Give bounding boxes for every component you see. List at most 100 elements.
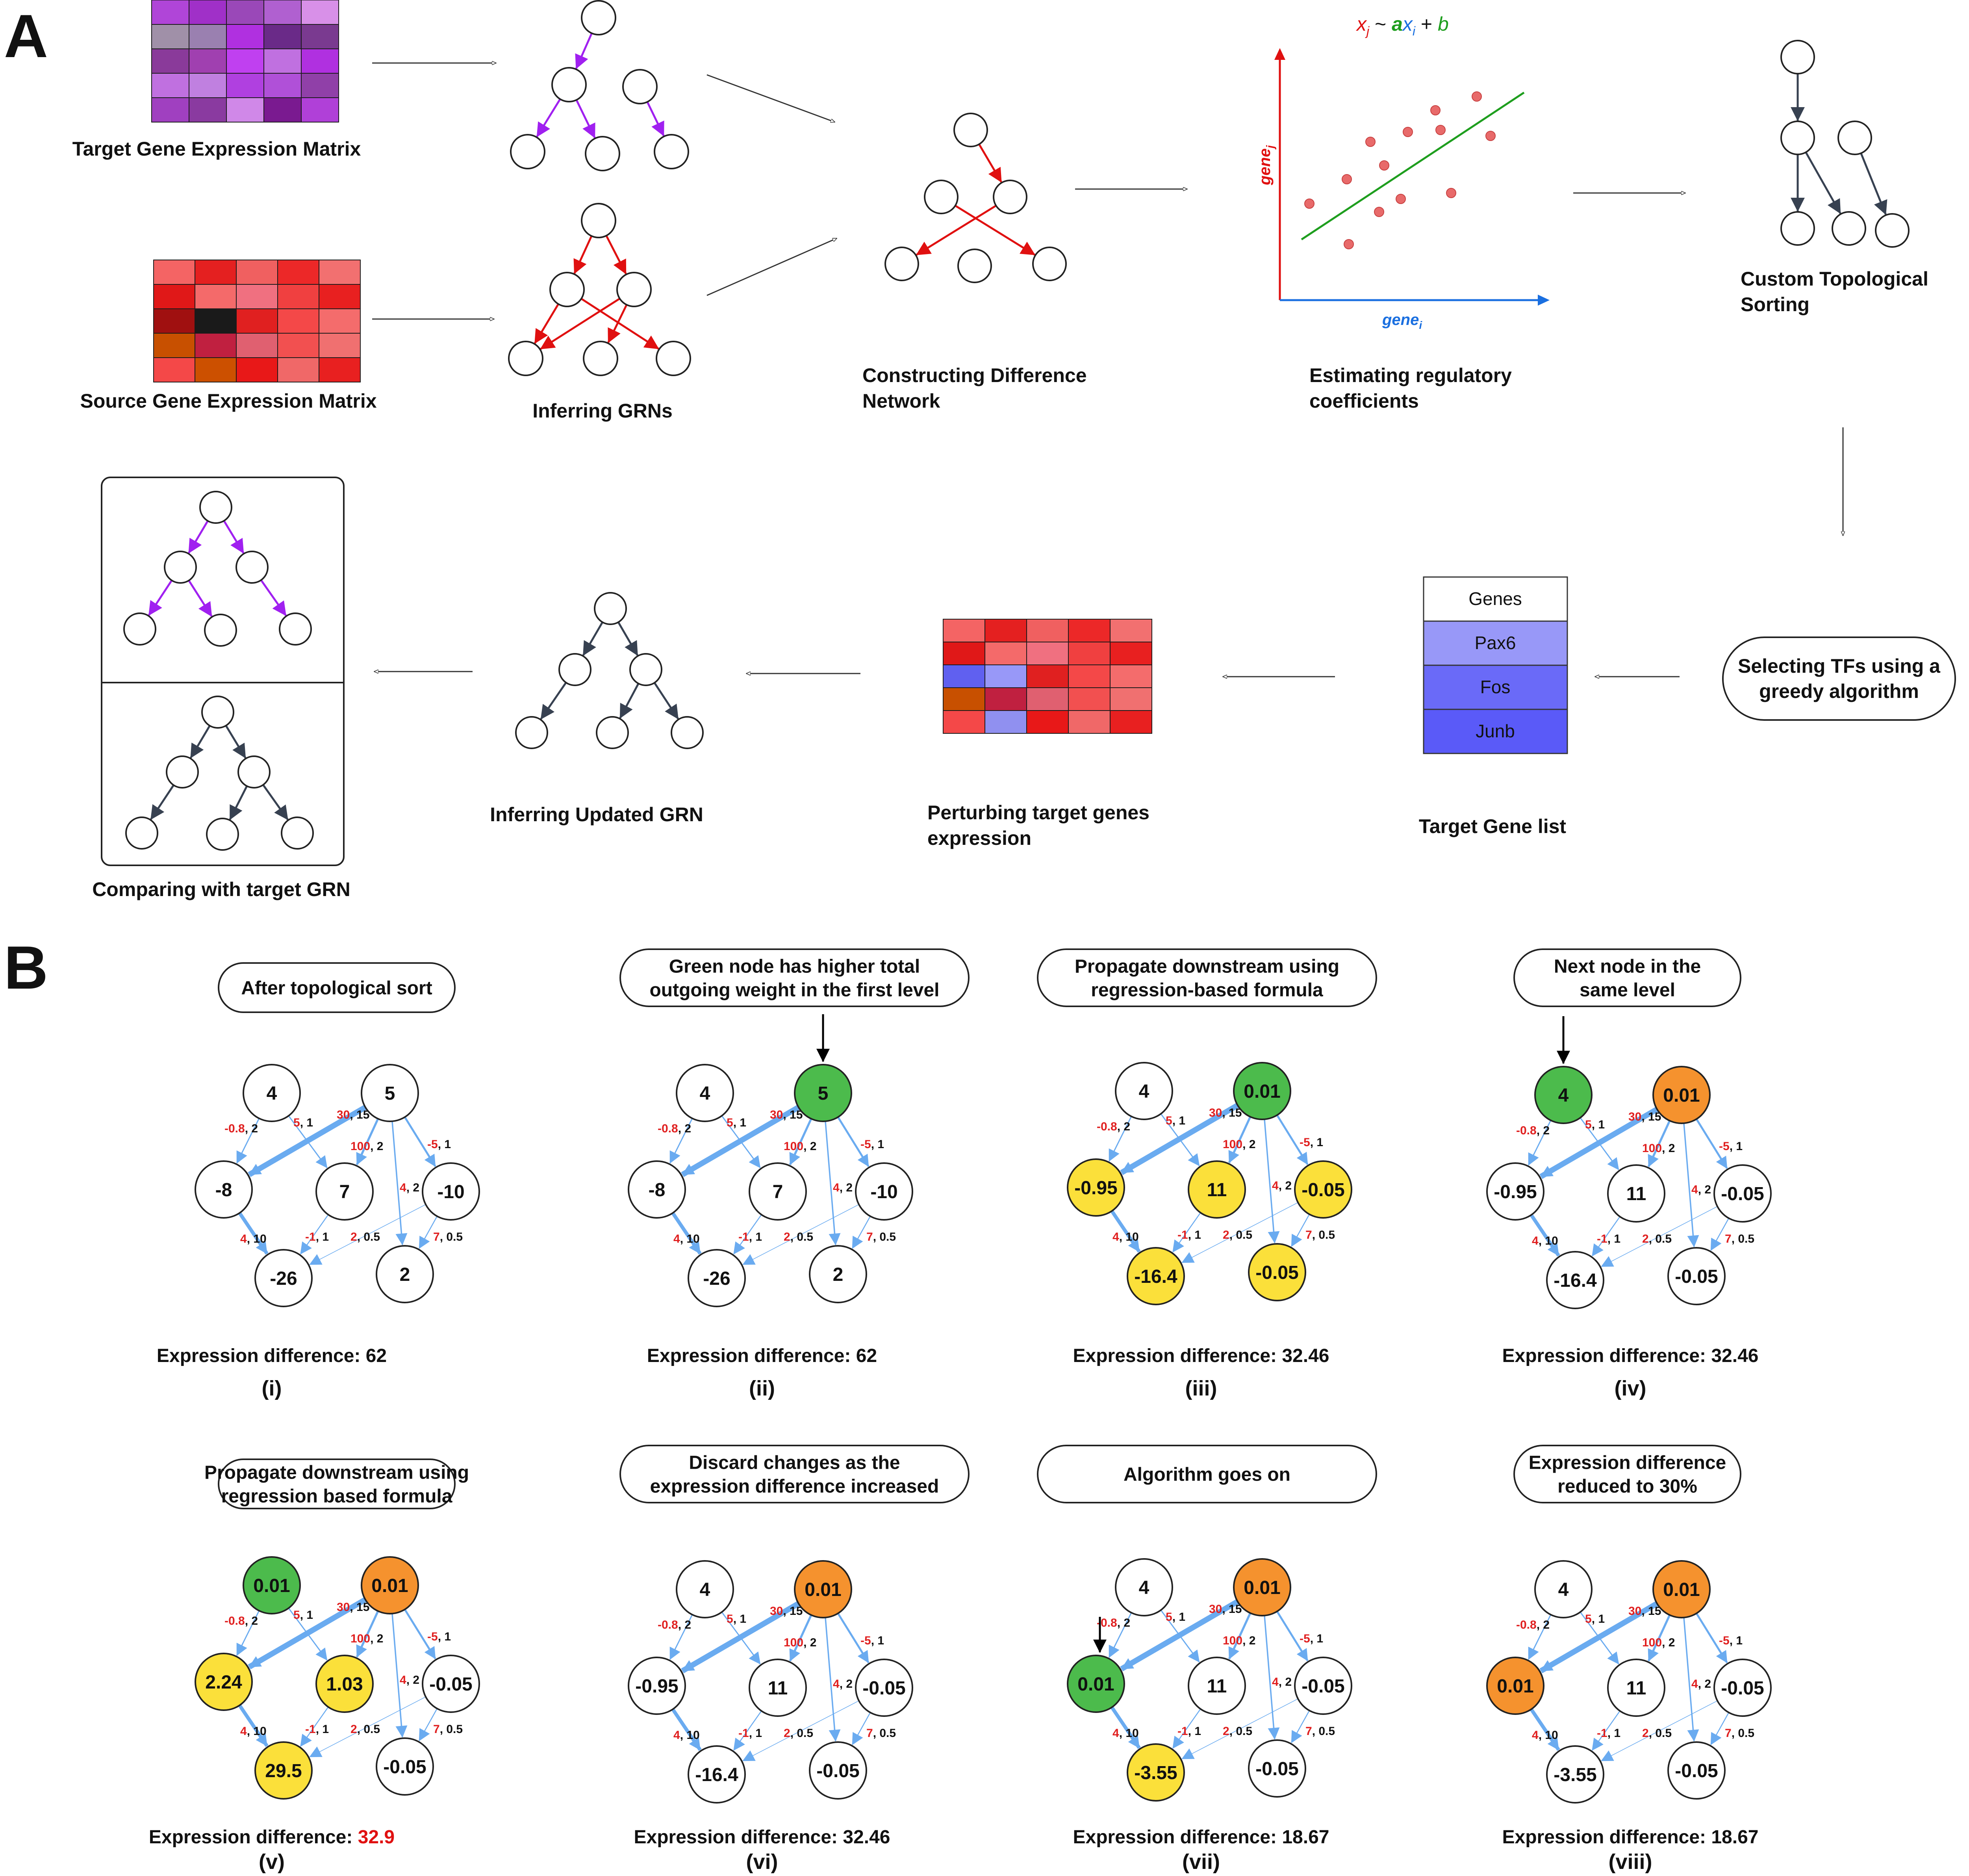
- regulatory-edge: [671, 1708, 702, 1751]
- gene-node: [1486, 1657, 1544, 1715]
- selecting-label-line1: Selecting TFs using a: [1738, 655, 1941, 677]
- matrix-cell: [226, 24, 264, 49]
- regulatory-edge: [789, 1614, 812, 1662]
- matrix-cell: [984, 710, 1027, 734]
- scatter-point: [1304, 199, 1315, 209]
- regulatory-edge: [1264, 1119, 1280, 1243]
- gene-node-value: -10: [870, 1182, 897, 1202]
- step-callout-box: [218, 1458, 456, 1509]
- grn-node: [199, 491, 232, 524]
- edge-weight-label: 4, 10: [240, 1232, 267, 1245]
- step-roman-numeral: (v): [259, 1850, 285, 1874]
- grn-edge: [223, 520, 245, 554]
- matrix-cell: [1026, 664, 1069, 688]
- regulatory-edge: [1539, 1107, 1659, 1179]
- expression-difference: Expression difference: 62: [647, 1345, 877, 1366]
- gene-node: [422, 1655, 480, 1713]
- gene-node: [1127, 1247, 1185, 1305]
- grn-node: [671, 716, 704, 749]
- edge-weight-label: -1, 1: [738, 1727, 762, 1740]
- edge-weight-label: 4, 2: [1272, 1179, 1292, 1192]
- step-callout-text: reduced to 30%: [1557, 1476, 1697, 1497]
- grn-node: [583, 341, 618, 376]
- matrix-cell: [226, 0, 264, 25]
- regulatory-edge: [1109, 1612, 1132, 1658]
- gene-node: [1294, 1657, 1352, 1715]
- step-callout-text: expression difference increased: [650, 1476, 939, 1497]
- gene-node: [361, 1556, 419, 1614]
- regulatory-edge: [1601, 1206, 1718, 1267]
- edge-weight-label: -0.8, 2: [1516, 1618, 1550, 1631]
- matrix-cell: [189, 97, 227, 122]
- panel-label-b: B: [4, 933, 48, 1002]
- regulatory-edge: [681, 1601, 800, 1674]
- grn-node: [125, 816, 158, 850]
- grn-edge: [605, 235, 627, 275]
- regulatory-edge: [238, 1212, 269, 1255]
- scatter-point: [1379, 160, 1389, 171]
- edge-weight-label: -5, 1: [1719, 1140, 1743, 1153]
- gene-node: [1188, 1160, 1246, 1219]
- expression-difference: Expression difference: 62: [157, 1345, 387, 1366]
- step-roman-numeral: (i): [262, 1377, 282, 1400]
- regulatory-edge: [742, 1700, 859, 1761]
- edge-weight-label: 4, 2: [400, 1181, 419, 1194]
- grn-edge: [573, 236, 593, 274]
- regulatory-edge: [404, 1609, 436, 1659]
- gene-node-value: 11: [1207, 1676, 1227, 1697]
- gene-node-value: -8: [649, 1180, 666, 1201]
- step-callout-box: [1037, 1445, 1377, 1503]
- gene-node-value: 4: [1558, 1085, 1569, 1106]
- gene-node-value: 4: [267, 1083, 277, 1104]
- grn-edge: [148, 580, 173, 616]
- regulatory-edge: [1120, 1103, 1239, 1175]
- matrix-cell: [943, 687, 985, 711]
- grn-edge: [580, 298, 659, 350]
- matrix-cell: [236, 308, 278, 334]
- matrix-cell: [153, 333, 195, 358]
- regulatory-edge: [1695, 1613, 1728, 1663]
- matrix-cell: [277, 357, 319, 382]
- grn-node: [515, 716, 548, 749]
- gene-node-value: 29.5: [265, 1761, 302, 1781]
- topological-sort-diagram: [1780, 40, 1910, 248]
- edge-weight-label: 5, 1: [293, 1116, 313, 1129]
- regulatory-edge: [669, 1614, 693, 1660]
- edge-weight-label: -1, 1: [738, 1230, 762, 1243]
- regression-formula: xj ~ axi + b: [1356, 13, 1449, 38]
- gene-node: [749, 1659, 807, 1717]
- gene-node: [1652, 1560, 1711, 1618]
- regression-line: [1301, 91, 1525, 241]
- step-callout-box: [619, 1445, 970, 1503]
- gene-node-value: 5: [385, 1083, 395, 1104]
- comparison-target-grn: [123, 491, 312, 647]
- estimating-label-line2: coefficients: [1309, 390, 1419, 412]
- matrix-cell: [319, 308, 361, 334]
- gene-node-value: 7: [773, 1182, 783, 1202]
- edge-weight-label: 30, 15: [1209, 1603, 1242, 1616]
- edge-weight-label: 5, 1: [1166, 1114, 1185, 1127]
- edge-weight-label: 30, 15: [337, 1601, 369, 1614]
- gene-node-value: 11: [1626, 1678, 1646, 1699]
- regulatory-edge: [236, 1118, 260, 1164]
- gene-node-value: -0.05: [1675, 1761, 1718, 1781]
- matrix-cell: [319, 333, 361, 358]
- y-axis-arrow: [1274, 48, 1285, 60]
- step-callout-text: same level: [1580, 980, 1675, 1001]
- edge-weight-label: 4, 2: [833, 1677, 853, 1690]
- matrix-cell: [189, 48, 227, 74]
- step-callout-text: outgoing weight in the first level: [649, 980, 939, 1001]
- edge-weight-label: -5, 1: [427, 1630, 451, 1643]
- matrix-cell: [319, 284, 361, 309]
- edge-weight-label: 5, 1: [1585, 1118, 1605, 1131]
- expression-difference: Expression difference: 32.9: [149, 1827, 395, 1848]
- grn-node: [206, 818, 239, 851]
- step-callout-box: [1513, 948, 1741, 1007]
- regulatory-edge: [837, 1116, 870, 1167]
- matrix-cell: [301, 48, 339, 74]
- gene-node: [1248, 1243, 1306, 1301]
- grn-node: [123, 612, 156, 646]
- edge-weight-label: 7, 0.5: [1305, 1725, 1335, 1738]
- matrix-cell: [277, 260, 319, 285]
- grn-node: [1780, 121, 1815, 155]
